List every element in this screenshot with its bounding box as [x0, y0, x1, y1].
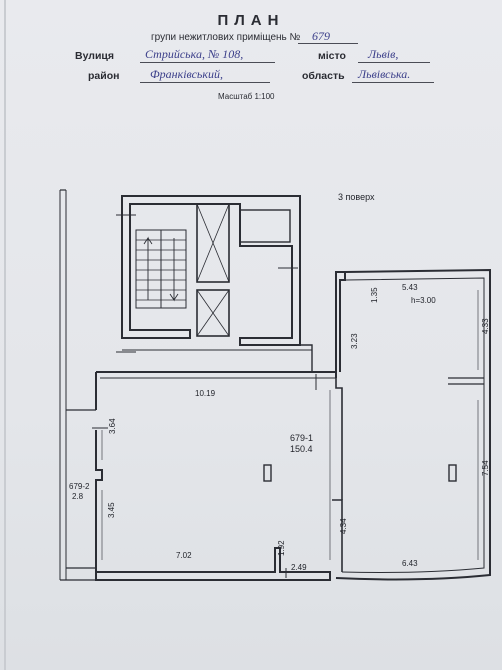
dim-4-33: 4.33: [481, 318, 490, 334]
group-number-underline: [298, 43, 358, 44]
dim-6-43: 6.43: [402, 559, 418, 568]
column-1: [263, 464, 272, 482]
ceiling-height: h=3.00: [411, 296, 436, 305]
dim-3-64: 3.64: [108, 418, 117, 434]
street-underline: [140, 62, 275, 63]
elevator-shaft-2: [196, 289, 230, 337]
room-679-1-number: 679-1: [290, 433, 313, 443]
room-679-2-area: 2.8: [72, 492, 84, 501]
dim-1-92: 1.92: [277, 540, 286, 556]
dim-10-19: 10.19: [195, 389, 216, 398]
floor-label: 3 поверх: [338, 192, 375, 202]
region-underline: [352, 82, 434, 83]
district-label: район: [88, 70, 120, 82]
district-underline: [140, 82, 270, 83]
region-label: область: [302, 70, 345, 82]
page-title: ПЛАН: [217, 12, 285, 29]
elevator-shaft-1: [196, 203, 230, 283]
dim-2-49: 2.49: [291, 563, 307, 572]
room-679-1-area: 150.4: [290, 444, 313, 454]
group-number: 679: [312, 29, 330, 43]
city-underline: [358, 62, 430, 63]
dim-3-23: 3.23: [350, 333, 359, 349]
street-value: Стрийська, № 108,: [145, 47, 244, 61]
dim-4-34: 4.34: [339, 518, 348, 534]
dim-7-02: 7.02: [176, 551, 192, 560]
city-value: Львів,: [368, 47, 399, 61]
subtitle: групи нежитлових приміщень №: [151, 32, 301, 43]
dim-3-45: 3.45: [107, 502, 116, 518]
room-679-2-number: 679-2: [69, 482, 90, 491]
dim-7-54: 7.54: [481, 460, 490, 476]
scale-note: Масштаб 1:100: [218, 92, 275, 101]
region-value: Львівська.: [358, 67, 411, 81]
page-fold-shadow: [4, 0, 6, 670]
right-room-walls: [335, 268, 491, 581]
city-label: місто: [318, 50, 346, 62]
core-walls: [121, 195, 301, 346]
dim-5-43: 5.43: [402, 283, 418, 292]
district-value: Франківський,: [150, 67, 224, 81]
street-label: Вулиця: [75, 50, 114, 62]
column-2: [448, 464, 457, 482]
main-room-walls-left: [95, 372, 331, 581]
dim-1-35: 1.35: [370, 287, 379, 303]
